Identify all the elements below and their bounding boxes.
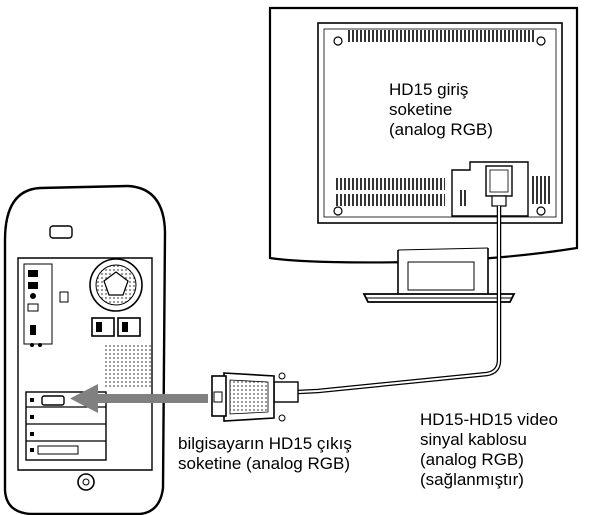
cable-label: HD15-HD15 video sinyal kablosu (analog R… xyxy=(420,410,558,489)
computer-output-label: bilgisayarın HD15 çıkış soketine (analog… xyxy=(178,434,352,473)
monitor-vent-left xyxy=(335,178,445,190)
power-socket-icon xyxy=(91,317,115,337)
monitor-rear xyxy=(268,6,579,303)
computer-rear xyxy=(3,184,167,515)
monitor-vent-right xyxy=(530,176,552,204)
screw-icon xyxy=(333,36,343,46)
hd15-cable xyxy=(297,206,502,395)
screw-icon xyxy=(536,206,546,216)
computer-hd15-output-icon xyxy=(41,395,65,406)
monitor-input-label: HD15 giriş soketine (analog RGB) xyxy=(389,80,493,139)
connection-arrow-icon xyxy=(70,384,208,413)
cable-hd15-connector-icon xyxy=(211,372,299,422)
screw-icon xyxy=(536,36,546,46)
computer-vent xyxy=(104,345,152,389)
screw-icon xyxy=(333,206,343,216)
monitor-top-vent xyxy=(348,30,534,42)
top-handle xyxy=(49,225,73,239)
